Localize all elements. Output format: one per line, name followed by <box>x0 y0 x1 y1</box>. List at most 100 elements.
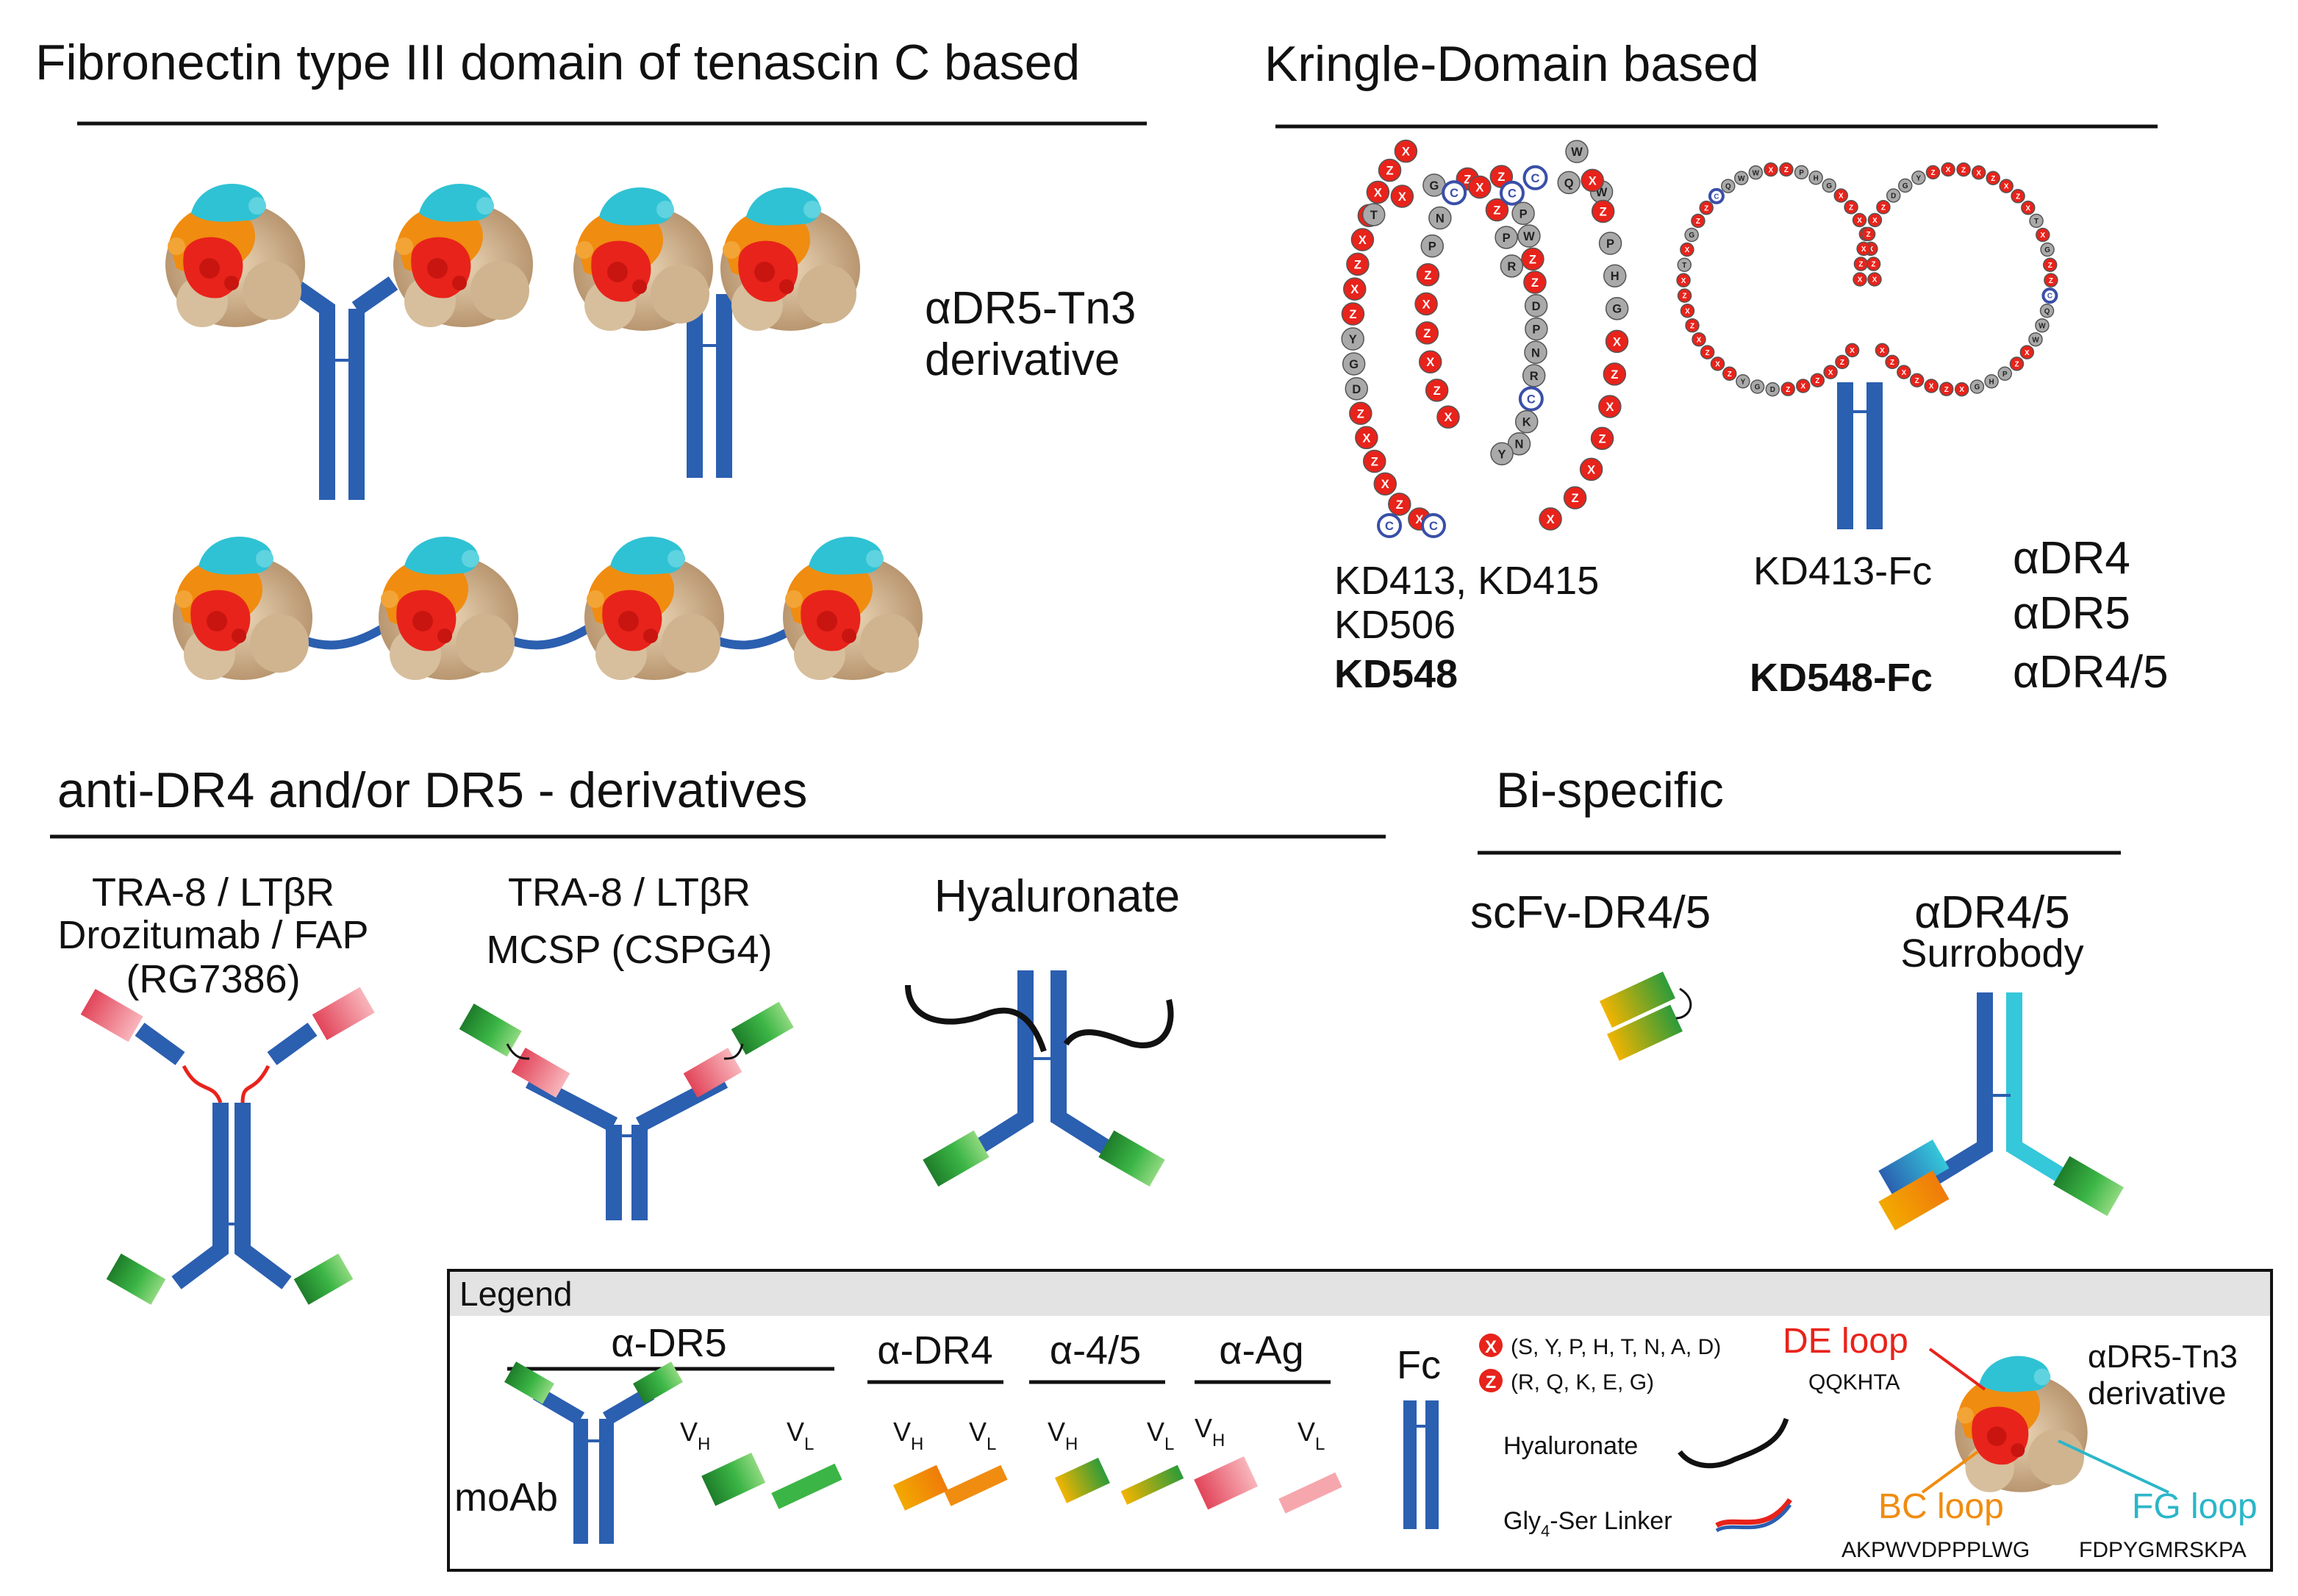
residue-letter: P <box>1503 232 1511 245</box>
residue-bead <box>1721 179 1736 193</box>
residue-bead <box>1500 254 1524 278</box>
residue-letter: P <box>1799 169 1804 177</box>
residue-letter: X <box>1475 181 1483 194</box>
legend-fg-loop: FG loop <box>2132 1487 2258 1526</box>
legend-ag-vl <box>1278 1472 1342 1514</box>
residue-bead <box>1941 162 1955 177</box>
residue-bead <box>1349 401 1372 426</box>
residue-letter: Z <box>1866 231 1871 239</box>
residue-bead <box>1563 486 1587 509</box>
residue-letter: Y <box>1741 378 1746 386</box>
residue-bead <box>1833 188 1849 203</box>
residue-bead <box>1736 373 1750 389</box>
residue-letter: X <box>1872 276 1878 285</box>
legend-bc-loop: BC loop <box>1878 1487 2004 1526</box>
residue-letter: X <box>1902 369 1907 377</box>
tn3-domain <box>379 537 518 680</box>
residue-letter: W <box>1571 146 1583 159</box>
svg-text:(R, Q, K, E, G): (R, Q, K, E, G) <box>1511 1370 1654 1395</box>
residue-letter: Z <box>1858 261 1863 269</box>
residue-bead <box>1680 304 1695 318</box>
bispecific-section: Bi-specific scFv-DR4/5 αDR4/5 Surrobody <box>1470 762 2124 1231</box>
residue-bead <box>1897 178 1913 193</box>
anti-dr-section: anti-DR4 and/or DR5 - derivatives TRA-8 … <box>50 762 1386 1305</box>
residue-letter: Q <box>1564 176 1574 190</box>
residue-bead <box>1676 273 1691 287</box>
residue-bead <box>1394 139 1418 163</box>
construct3-antibody <box>905 970 1174 1187</box>
residue-bead <box>1428 206 1452 230</box>
legend-group-dr5: α-DR5 <box>611 1321 726 1365</box>
residue-letter: X <box>1857 217 1862 225</box>
residue-bead <box>1722 366 1737 381</box>
residue-letter: Z <box>1357 407 1364 421</box>
residue-bead <box>1986 171 2000 186</box>
legend-tn3-line1: αDR5-Tn3 <box>2088 1339 2238 1375</box>
residue-bead <box>1517 224 1541 248</box>
residue-letter: X <box>2041 232 2046 240</box>
residue-letter: W <box>1738 175 1745 183</box>
legend-group-dr45: α-4/5 <box>1050 1328 1141 1373</box>
tn3-tandem-chain <box>173 537 923 680</box>
legend-moab-icon <box>504 1361 683 1544</box>
legend-vh-vl-labels: VH VL VH VL VH VL VH VL <box>680 1413 1325 1454</box>
residue-bead <box>1342 352 1366 376</box>
residue-bead <box>1924 379 1939 393</box>
residue-bead <box>1388 493 1411 516</box>
kd-fc-line1: KD413-Fc <box>1753 549 1932 593</box>
residue-letter: W <box>2039 322 2046 330</box>
construct3-label: Hyaluronate <box>934 871 1180 922</box>
residue-bead <box>1677 257 1692 272</box>
svg-text:VL: VL <box>969 1417 996 1454</box>
residue-letter: Z <box>1600 206 1607 219</box>
svg-text:Z: Z <box>1486 1373 1497 1392</box>
svg-text:VH: VH <box>1048 1417 1078 1454</box>
residue-letter: Z <box>2016 193 2020 201</box>
residue-letter: C <box>1385 520 1394 533</box>
residue-letter: P <box>1532 323 1540 337</box>
residue-letter: Q <box>2044 307 2050 315</box>
residue-letter: G <box>1612 303 1622 316</box>
residue-bead <box>1590 426 1614 451</box>
residue-bead <box>1377 513 1402 538</box>
residue-bead <box>1442 180 1467 206</box>
kringle-fc-beads: XZXZXZDGYZXZXZXZXTXGZZCQWWXZPHGXZXZXZXXZ… <box>1676 162 2058 397</box>
legend-dr45-vh <box>1054 1457 1110 1503</box>
residue-bead <box>1363 449 1386 473</box>
residue-bead <box>1499 180 1525 206</box>
residue-bead <box>1835 354 1850 370</box>
residue-bead <box>1468 175 1492 199</box>
tn3-domain <box>783 537 923 680</box>
residue-bead <box>1699 200 1714 215</box>
residue-letter: Z <box>1349 308 1356 321</box>
legend-group-fc: Fc <box>1397 1343 1441 1387</box>
tn3-domain <box>173 537 312 680</box>
residue-bead <box>1524 294 1548 318</box>
residue-bead <box>1808 171 1823 185</box>
residue-bead <box>1581 168 1604 193</box>
residue-letter: T <box>2034 218 2039 226</box>
construct1-line1: TRA-8 / LTβR <box>92 870 334 915</box>
pink-fab <box>312 987 375 1040</box>
residue-letter: Z <box>1690 322 1694 330</box>
residue-bead <box>2028 332 2043 347</box>
residue-letter: Z <box>1872 261 1876 269</box>
residue-letter: Z <box>1396 498 1403 512</box>
vh-domain <box>106 1253 166 1305</box>
residue-bead <box>1764 162 1778 177</box>
residue-letter: X <box>1402 146 1410 159</box>
residue-letter: P <box>1428 240 1436 254</box>
residue-letter: G <box>1755 384 1761 392</box>
surrobody-label-line2: Surrobody <box>1900 931 2083 976</box>
residue-letter: Z <box>1433 384 1441 398</box>
residue-letter: P <box>1520 207 1528 221</box>
residue-bead <box>1886 188 1901 203</box>
residue-bead <box>1565 140 1589 163</box>
residue-bead <box>1684 227 1699 243</box>
residue-letter: X <box>1374 186 1382 199</box>
residue-letter: X <box>1697 336 1702 344</box>
residue-bead <box>1969 379 1985 394</box>
legend-group-ag: α-Ag <box>1219 1328 1303 1373</box>
residue-bead <box>1518 386 1544 412</box>
